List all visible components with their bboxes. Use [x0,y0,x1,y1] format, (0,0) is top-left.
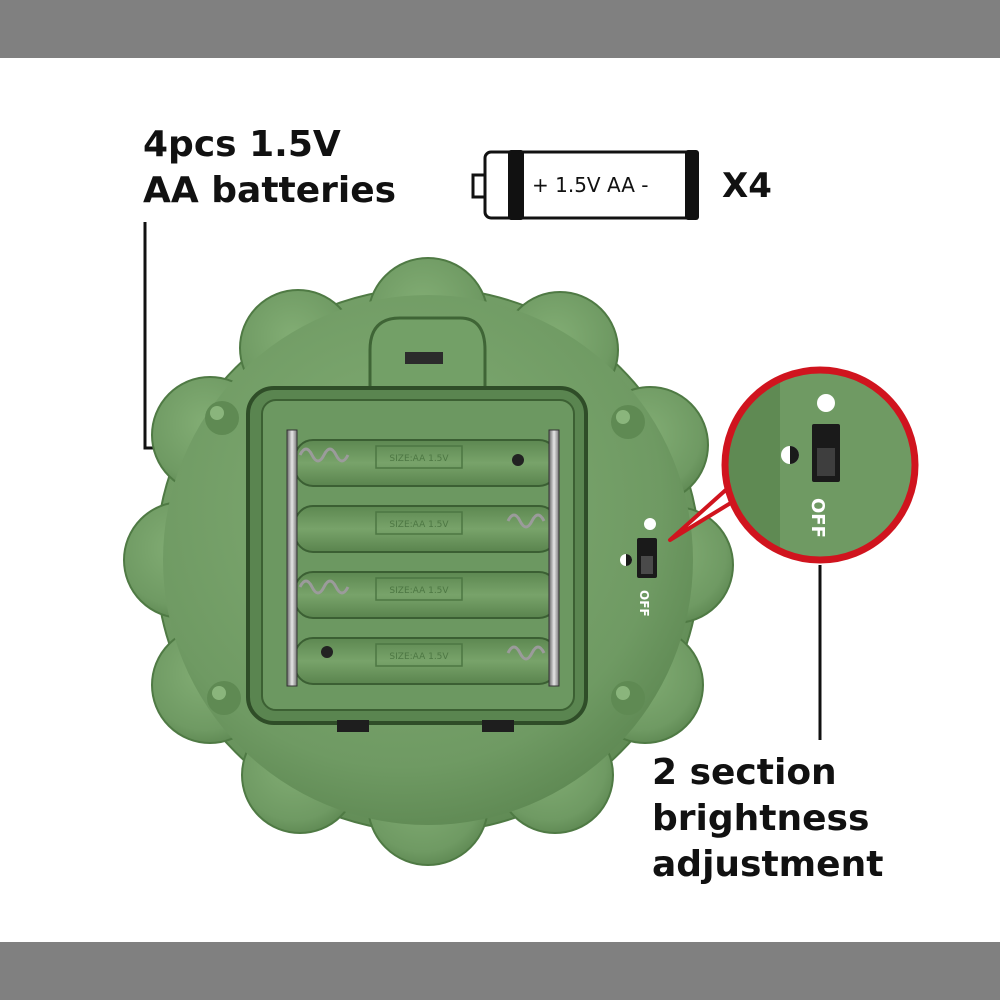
compartment-marking: SIZE:AA 1.5V [389,586,449,596]
batteries-caption: 4pcs 1.5V AA batteries [143,122,396,214]
switch-zoom-callout: OFF [721,366,919,564]
top-gray-band [0,0,1000,58]
switch-off-label: OFF [637,590,651,617]
batteries-caption-line1: 4pcs 1.5V [143,124,341,165]
zoom-switch-off-label: OFF [807,498,828,538]
aa-battery-icon: + 1.5V AA - [471,150,699,220]
sun-full-icon [644,518,656,530]
brightness-caption-line2: brightness [652,798,870,839]
battery-multiplier: X4 [722,166,772,206]
brightness-switch[interactable]: OFF [620,518,657,617]
bottom-gray-band [0,942,1000,1000]
battery-icon-text: + 1.5V AA - [532,173,648,197]
zoom-sun-full-icon [817,394,835,412]
brightness-caption-line1: 2 section [652,752,837,793]
compartment-marking: SIZE:AA 1.5V [389,520,449,530]
batteries-caption-line2: AA batteries [143,170,397,211]
compartment-marking: SIZE:AA 1.5V [389,454,449,464]
battery-compartment: SIZE:AA 1.5V SIZE:AA 1.5V SIZE:AA 1.5V S… [286,429,560,687]
compartment-marking: SIZE:AA 1.5V [389,652,449,662]
brightness-caption: 2 section brightness adjustment [652,750,883,888]
device-body [123,257,734,866]
brightness-caption-line3: adjustment [652,844,884,885]
